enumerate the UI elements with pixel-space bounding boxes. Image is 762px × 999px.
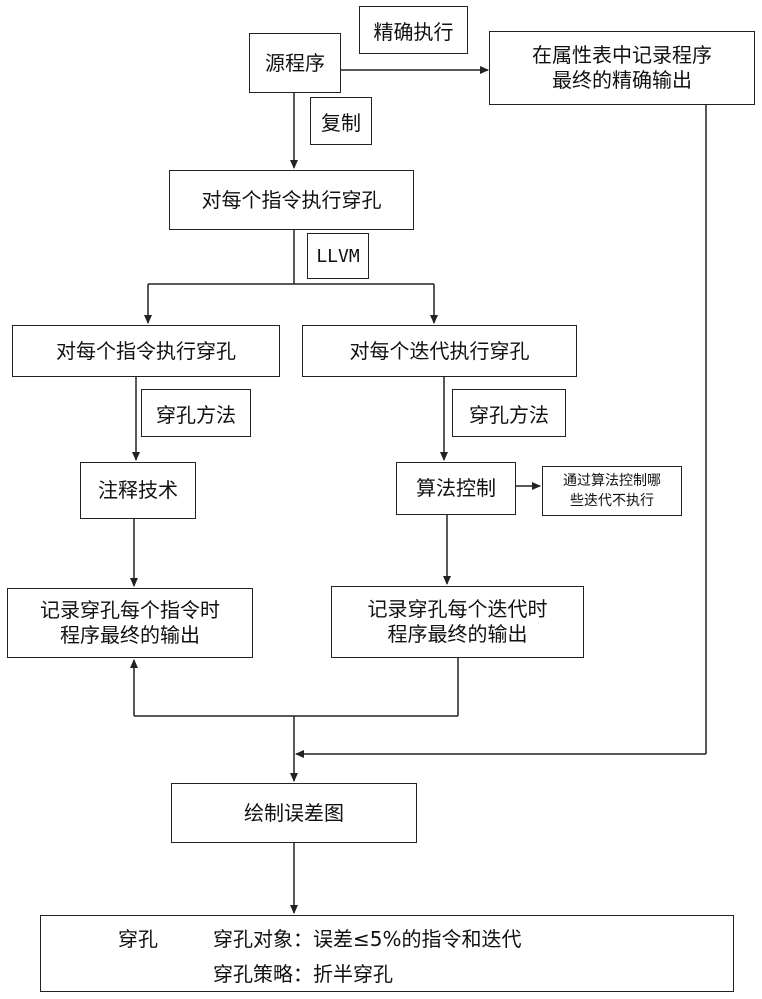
- label-llvm: LLVM: [307, 233, 369, 279]
- label-method-right-text: 穿孔方法: [469, 399, 549, 428]
- node-perforate-top-text: 对每个指令执行穿孔: [202, 188, 382, 213]
- label-exact-exec: 精确执行: [359, 6, 468, 54]
- label-method-left-text: 穿孔方法: [156, 399, 236, 428]
- node-perforate-instr-text: 对每个指令执行穿孔: [56, 339, 236, 364]
- label-copy-text: 复制: [321, 107, 361, 136]
- label-method-right: 穿孔方法: [452, 389, 566, 437]
- final-target: 穿孔对象：误差≤5%的指令和迭代: [213, 923, 522, 952]
- node-record-instr-line2: 程序最终的输出: [60, 623, 200, 648]
- node-algo-control: 算法控制: [396, 462, 516, 515]
- label-copy: 复制: [310, 97, 372, 145]
- label-exact-exec-text: 精确执行: [374, 16, 454, 45]
- node-algo-note-line1: 通过算法控制哪: [563, 471, 661, 491]
- node-record-exact-line1: 在属性表中记录程序: [532, 43, 712, 68]
- node-perforate-iter: 对每个迭代执行穿孔: [302, 325, 577, 377]
- node-record-iter-line1: 记录穿孔每个迭代时: [368, 597, 548, 622]
- node-source-text: 源程序: [265, 51, 325, 76]
- node-plot: 绘制误差图: [171, 783, 417, 843]
- final-title: 穿孔: [118, 923, 158, 952]
- node-record-exact: 在属性表中记录程序 最终的精确输出: [489, 31, 755, 105]
- node-source: 源程序: [249, 33, 341, 93]
- node-record-iter: 记录穿孔每个迭代时 程序最终的输出: [331, 586, 584, 658]
- label-llvm-text: LLVM: [316, 246, 359, 267]
- node-algo-note-line2: 些迭代不执行: [570, 491, 654, 511]
- node-record-instr-line1: 记录穿孔每个指令时: [40, 598, 220, 623]
- node-perforate-top: 对每个指令执行穿孔: [169, 170, 414, 230]
- node-algo-control-text: 算法控制: [416, 476, 496, 501]
- node-plot-text: 绘制误差图: [244, 801, 344, 826]
- label-method-left: 穿孔方法: [141, 389, 251, 437]
- node-record-instr: 记录穿孔每个指令时 程序最终的输出: [7, 588, 253, 658]
- node-annotate: 注释技术: [80, 462, 196, 519]
- node-record-iter-line2: 程序最终的输出: [388, 622, 528, 647]
- node-algo-note: 通过算法控制哪 些迭代不执行: [542, 466, 682, 516]
- node-record-exact-line2: 最终的精确输出: [552, 68, 692, 93]
- node-perforate-instr: 对每个指令执行穿孔: [12, 325, 280, 377]
- node-final: 穿孔 穿孔对象：误差≤5%的指令和迭代 穿孔策略：折半穿孔: [40, 915, 734, 992]
- node-annotate-text: 注释技术: [98, 478, 178, 503]
- node-perforate-iter-text: 对每个迭代执行穿孔: [350, 339, 530, 364]
- final-strategy: 穿孔策略：折半穿孔: [213, 958, 393, 987]
